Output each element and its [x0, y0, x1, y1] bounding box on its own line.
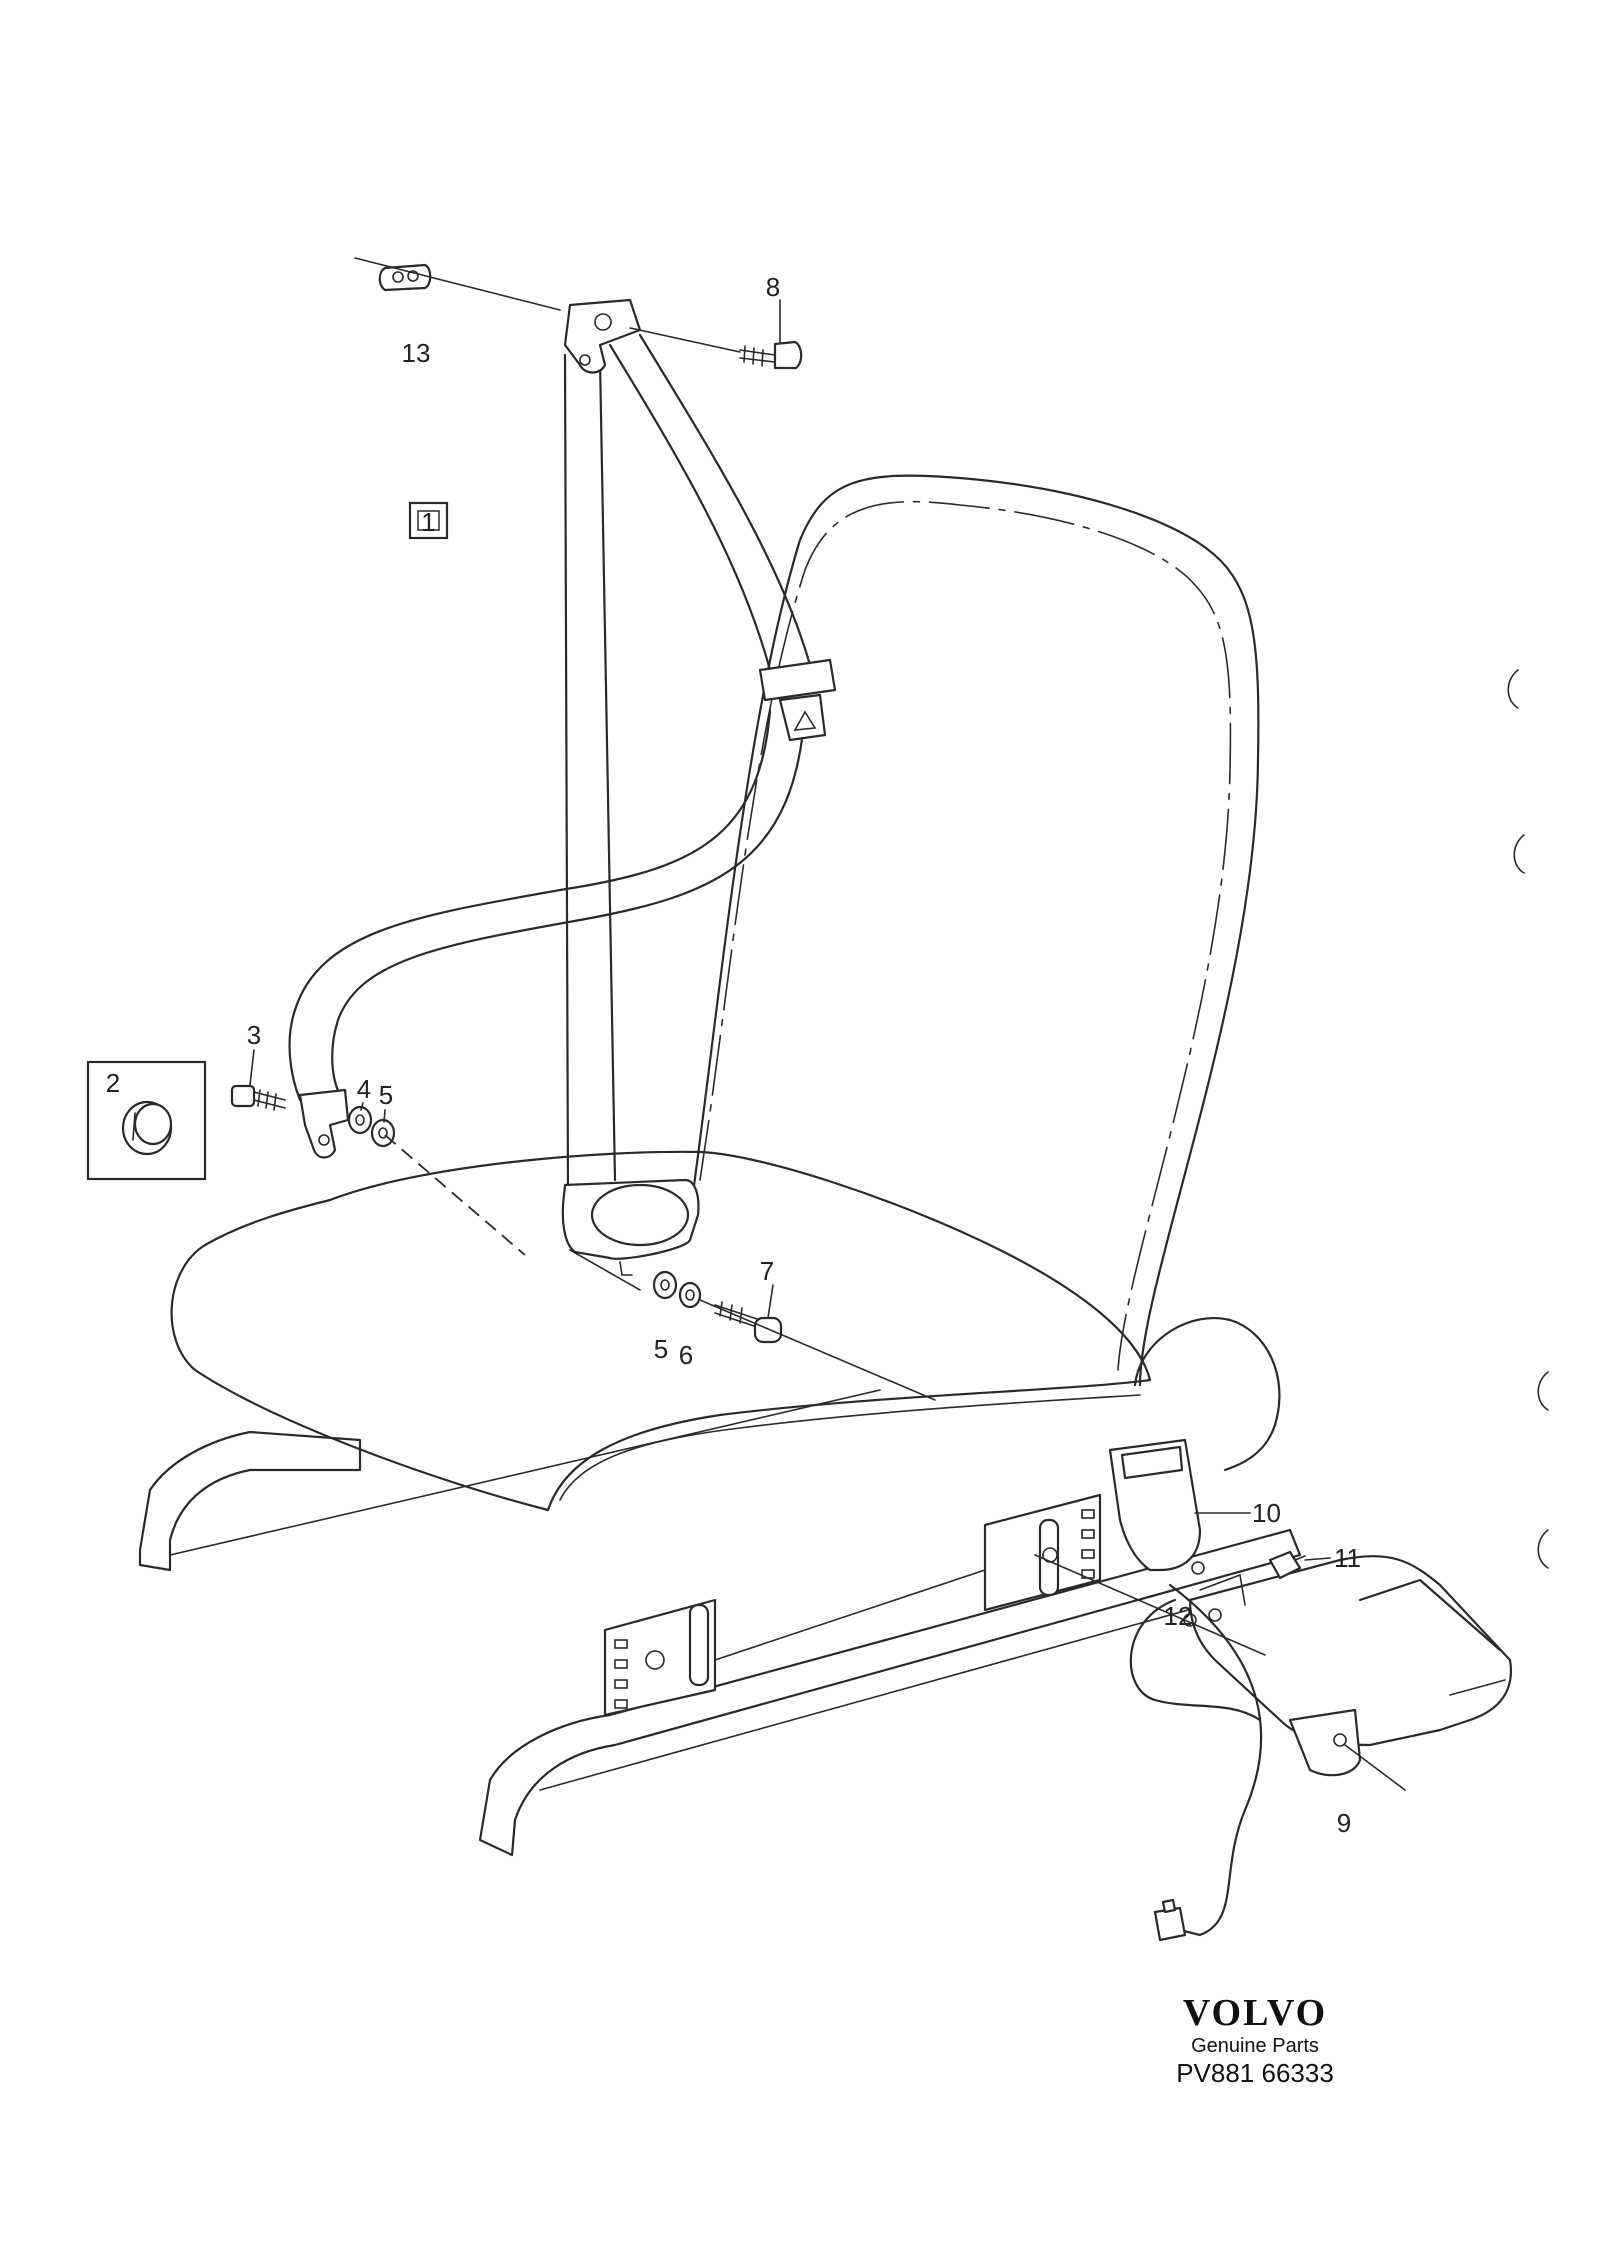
wiring-harness: [1129, 1583, 1263, 1942]
callout-7-label: 7: [760, 1256, 774, 1286]
volvo-logo-text: VOLVO: [1183, 1992, 1327, 2034]
brand-footer: VOLVO Genuine Parts PV881 66333: [1176, 1992, 1334, 2088]
right-mounting-bracket: [714, 1493, 1102, 1661]
callout-12-label: 12: [1164, 1601, 1193, 1631]
buckle-assembly: [1108, 1438, 1513, 1777]
callout-1-label: 1: [421, 507, 435, 537]
inset-box-part-2: 2: [86, 1060, 207, 1181]
callout-5-lower-label: 5: [654, 1334, 668, 1364]
bolt-3: [230, 1084, 286, 1111]
spacer-5-upper: [370, 1118, 396, 1148]
leader-lines: [249, 299, 1331, 1561]
spacer-5-lower: [652, 1270, 678, 1300]
callout-8-label: 8: [766, 272, 780, 302]
backrest-edge-disc: [1133, 1317, 1281, 1472]
callout-10-label: 10: [1252, 1498, 1281, 1528]
belt-guide: [758, 658, 837, 742]
callout-3-label: 3: [247, 1020, 261, 1050]
seat-cushion: [170, 1150, 1152, 1512]
retractor: [561, 1178, 700, 1276]
plate-13: [378, 263, 432, 292]
washer-6: [678, 1281, 702, 1309]
washer-4: [347, 1105, 373, 1135]
callout-9-label: 9: [1337, 1808, 1351, 1838]
connector-11: [1268, 1550, 1306, 1580]
binder-hole-marks: [1507, 669, 1549, 1569]
callout-11-label: 11: [1334, 1543, 1361, 1573]
lower-outer-anchor: [298, 1088, 350, 1159]
genuine-parts-text: Genuine Parts: [1191, 2035, 1319, 2057]
callout-numbers: 3 4 5 5 6 7 8 9 10 11 12 13: [247, 272, 1361, 1838]
part-code-text: PV881 66333: [1176, 2058, 1334, 2088]
bolt-8: [739, 340, 803, 370]
left-mounting-bracket: [603, 1598, 717, 1717]
seat-rails: [138, 1389, 1302, 1857]
callout-4-label: 4: [357, 1074, 371, 1104]
clip-part-2: [121, 1100, 173, 1156]
seat-backrest: [688, 474, 1260, 1387]
callout-1-box: 1: [408, 501, 449, 540]
callout-13-label: 13: [402, 338, 431, 368]
callout-5-upper-label: 5: [379, 1080, 393, 1110]
exploded-view-lines: [354, 257, 1406, 1791]
bolt-7: [714, 1301, 783, 1344]
callout-2-label: 2: [106, 1068, 120, 1098]
seat-belt-webbing: [288, 333, 812, 1197]
callout-6-label: 6: [679, 1340, 693, 1370]
upper-anchor-plate: [563, 298, 642, 374]
